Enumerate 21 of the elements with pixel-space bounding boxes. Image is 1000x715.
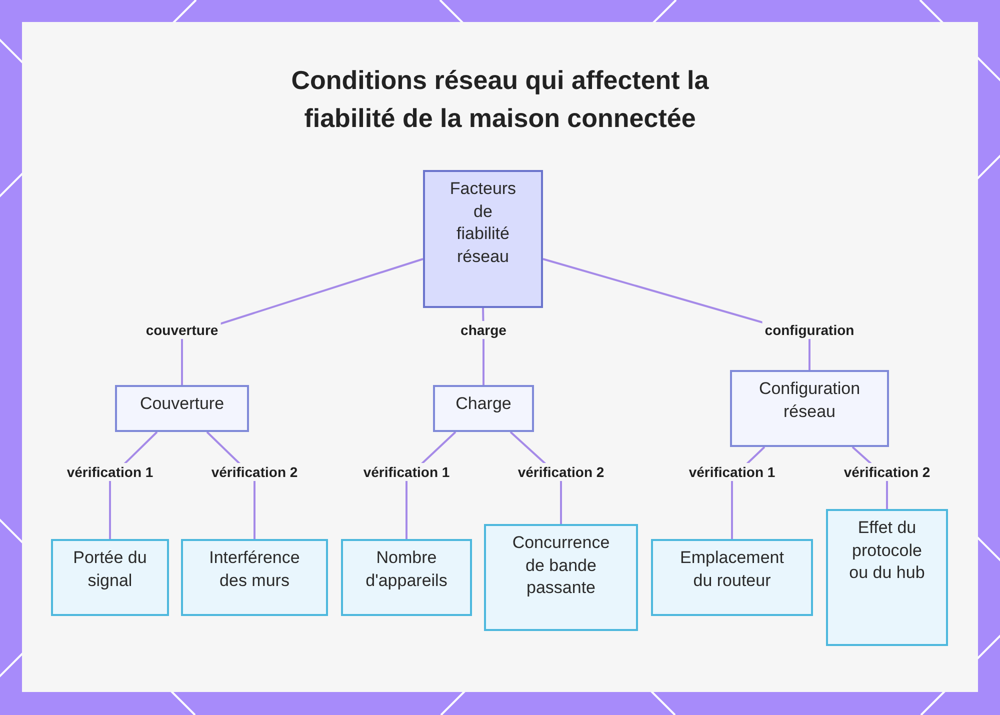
node-label: Interférence des murs	[208, 547, 301, 592]
process-box	[484, 524, 638, 631]
process-box	[826, 509, 948, 646]
process-box	[651, 539, 813, 616]
process-box	[433, 385, 534, 432]
process-box	[423, 170, 543, 308]
node-label: Nombre d'appareils	[364, 547, 448, 592]
diagram-title: Conditions réseau qui affectent la fiabilité de la maison connectée	[290, 64, 710, 135]
node-label: Effet du protocole ou du hub	[848, 517, 926, 584]
process-box	[115, 385, 249, 432]
process-box	[181, 539, 328, 616]
node-label: Couverture	[140, 393, 224, 415]
node-label: Emplacement du routeur	[679, 547, 785, 592]
node-label: Facteurs de fiabilité réseau	[448, 178, 518, 268]
node-label: Concurrence de bande passante	[511, 532, 611, 599]
process-box	[341, 539, 472, 616]
node-label: Charge	[456, 393, 512, 415]
node-label: Configuration réseau	[758, 378, 862, 422]
process-box	[51, 539, 169, 616]
node-label: Portée du signal	[72, 547, 148, 592]
process-box	[730, 370, 889, 447]
